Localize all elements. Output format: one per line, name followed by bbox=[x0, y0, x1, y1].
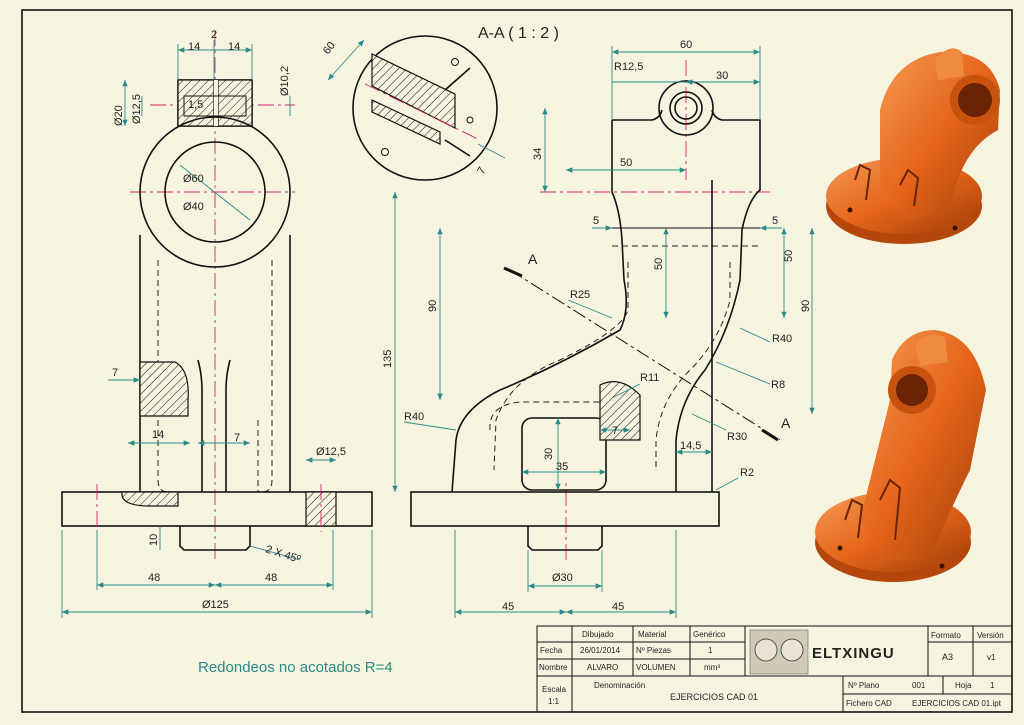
front-view-left: 14 14 2 Ø20 Ø12,5 Ø10,2 1,5 Ø60 Ø40 7 14… bbox=[61, 29, 373, 618]
dim-7a: 7 bbox=[112, 367, 118, 379]
tb-plano-label: Nº Plano bbox=[848, 681, 880, 690]
dim-14-5: 14,5 bbox=[680, 440, 701, 452]
dim-45a: 45 bbox=[502, 601, 514, 613]
dim-90a: 90 bbox=[427, 300, 439, 312]
dim-14b: 14 bbox=[228, 41, 240, 53]
tb-denominacion-value: EJERCICIOS CAD 01 bbox=[670, 692, 758, 702]
section-detail: 60 7 A-A ( 1 : 2 ) bbox=[321, 25, 559, 181]
dim-7: 7 bbox=[612, 425, 618, 437]
tb-nombre-value: ALVARO bbox=[587, 663, 618, 672]
dim-r12-5: R12,5 bbox=[614, 61, 643, 73]
dim-48b: 48 bbox=[265, 572, 277, 584]
tb-hoja-label: Hoja bbox=[955, 681, 972, 690]
dim-10: 10 bbox=[148, 534, 160, 546]
dim-r11: R11 bbox=[640, 372, 659, 384]
title-block: Dibujado Material Genérico Fecha 26/01/2… bbox=[536, 625, 1013, 713]
dim-5a: 5 bbox=[593, 215, 599, 227]
tb-volumen-value: mm³ bbox=[704, 663, 720, 672]
dim-d10-2: Ø10,2 bbox=[279, 66, 291, 96]
tb-volumen-label: VOLUMEN bbox=[636, 663, 676, 672]
tb-fecha-label: Fecha bbox=[540, 646, 563, 655]
dim-d12-5b: Ø12,5 bbox=[316, 446, 346, 458]
dim-14a: 14 bbox=[188, 41, 200, 53]
side-view-right: A A 60 R12,5 30 34 50 5 5 50 50 90 90 13… bbox=[382, 39, 815, 618]
tb-fichero-label: Fichero CAD bbox=[846, 699, 892, 708]
dim-chamfer: 2 X 45º bbox=[264, 543, 302, 565]
base-flange bbox=[61, 491, 373, 527]
ring-outer bbox=[139, 116, 291, 268]
dim-d12-5: Ø12,5 bbox=[131, 94, 143, 124]
render-bottom bbox=[815, 330, 986, 582]
dim-d60: Ø60 bbox=[183, 173, 204, 185]
detail-dim-60: 60 bbox=[321, 40, 338, 57]
dim-r2: R2 bbox=[740, 467, 754, 479]
tb-material-value: Genérico bbox=[693, 630, 726, 639]
tb-escala-label: Escala bbox=[542, 685, 567, 694]
dim-5b: 5 bbox=[772, 215, 778, 227]
dim-60: 60 bbox=[680, 39, 692, 51]
rounding-note: Redondeos no acotados R=4 bbox=[198, 659, 393, 676]
tb-version-label: Versión bbox=[977, 631, 1004, 640]
tb-hoja-value: 1 bbox=[990, 681, 995, 690]
tb-fichero-value: EJERCICIOS CAD 01.ipt bbox=[912, 699, 1002, 708]
tb-escala-value: 1:1 bbox=[548, 697, 560, 706]
dim-34: 34 bbox=[532, 148, 544, 160]
tb-nombre-label: Nombre bbox=[539, 663, 568, 672]
tb-version-value: v1 bbox=[987, 653, 996, 662]
dim-90b: 90 bbox=[800, 300, 812, 312]
dim-48a: 48 bbox=[148, 572, 160, 584]
tb-plano-value: 001 bbox=[912, 681, 926, 690]
dim-7b: 7 bbox=[234, 432, 240, 444]
dim-r25: R25 bbox=[570, 289, 590, 301]
dim-135: 135 bbox=[382, 350, 394, 368]
detail-dim-7: 7 bbox=[475, 165, 488, 176]
dim-50a: 50 bbox=[653, 258, 665, 270]
sheet-border bbox=[21, 9, 1013, 713]
dim-30: 30 bbox=[716, 70, 728, 82]
dim-r40a: R40 bbox=[772, 333, 792, 345]
wall-section bbox=[139, 361, 189, 417]
section-mark-a1: A bbox=[528, 251, 538, 267]
tb-piezas-label: Nº Piezas bbox=[636, 646, 671, 655]
dim-14: 14 bbox=[152, 429, 164, 441]
dim-d30: Ø30 bbox=[552, 572, 573, 584]
dim-gap: 2 bbox=[211, 29, 217, 41]
tb-material-label: Material bbox=[638, 630, 667, 639]
logo-text: ELTXINGU bbox=[812, 645, 895, 662]
base-side bbox=[410, 491, 720, 527]
dim-50b: 50 bbox=[783, 250, 795, 262]
tb-formato-value: A3 bbox=[942, 652, 953, 662]
tb-formato-label: Formato bbox=[931, 631, 961, 640]
dim-d40: Ø40 bbox=[183, 201, 204, 213]
ring-inner bbox=[164, 141, 266, 243]
dim-d20: Ø20 bbox=[113, 105, 125, 126]
tb-piezas-value: 1 bbox=[708, 646, 713, 655]
dim-r30: R30 bbox=[727, 431, 747, 443]
tb-denominacion-label: Denominación bbox=[594, 681, 645, 690]
dim-r8: R8 bbox=[771, 379, 785, 391]
dim-d125: Ø125 bbox=[202, 599, 229, 611]
dim-r40b: R40 bbox=[404, 411, 424, 423]
tb-fecha-value: 26/01/2014 bbox=[580, 646, 621, 655]
dim-1-5: 1,5 bbox=[188, 99, 203, 111]
dim-35: 35 bbox=[556, 461, 568, 473]
pocket bbox=[521, 417, 607, 491]
dim-45b: 45 bbox=[612, 601, 624, 613]
section-mark-a2: A bbox=[781, 415, 791, 431]
dim-30: 30 bbox=[543, 448, 555, 460]
dim-50: 50 bbox=[620, 157, 632, 169]
render-top bbox=[826, 48, 1000, 244]
tb-dibujado: Dibujado bbox=[582, 630, 614, 639]
section-title: A-A ( 1 : 2 ) bbox=[478, 25, 559, 42]
